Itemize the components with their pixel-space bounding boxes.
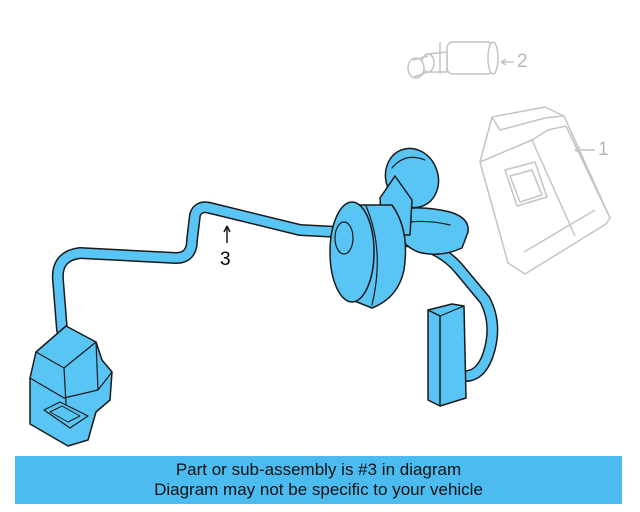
callout-1-label: 1 <box>598 139 609 160</box>
callout-3-label: 3 <box>220 249 231 270</box>
callout-2-label: 2 <box>517 51 528 72</box>
part-1-module <box>479 106 611 275</box>
callout-3-leader <box>223 225 231 243</box>
info-banner: Part or sub-assembly is #3 in diagram Di… <box>15 456 622 504</box>
part-2-socket <box>407 41 499 79</box>
callout-2-leader <box>500 58 514 66</box>
banner-line-1: Part or sub-assembly is #3 in diagram <box>175 460 462 479</box>
banner-line-2: Diagram may not be specific to your vehi… <box>154 480 483 499</box>
callout-1-leader <box>574 146 595 154</box>
part-3-harness <box>29 147 499 447</box>
